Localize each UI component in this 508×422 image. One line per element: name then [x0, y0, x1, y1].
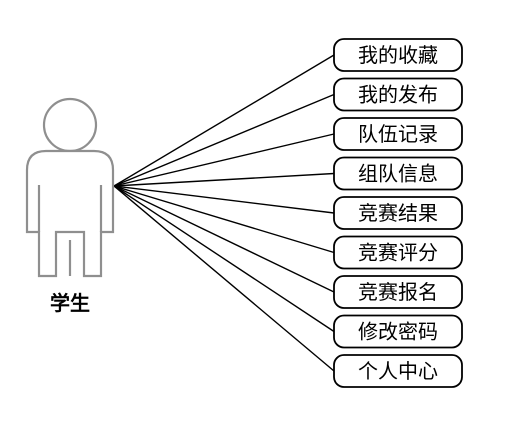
use-case-node: 我的发布	[333, 77, 463, 112]
use-case-label: 竞赛报名	[358, 280, 438, 304]
student-actor: 学生	[25, 97, 115, 315]
use-case-box	[333, 156, 463, 191]
use-case-label: 我的收藏	[358, 43, 438, 67]
use-case-box	[333, 77, 463, 112]
actor-body	[25, 149, 115, 278]
use-case-box	[333, 117, 463, 151]
use-case-label: 我的发布	[358, 83, 438, 107]
use-case-node: 竞赛评分	[333, 235, 463, 270]
association-line	[113, 172, 335, 187]
use-case-box	[333, 38, 463, 72]
association-line	[113, 54, 335, 187]
use-case-box	[333, 235, 463, 270]
person-icon	[25, 97, 115, 278]
association-line	[113, 185, 335, 293]
use-case-label: 竞赛评分	[358, 241, 438, 265]
use-case-label: 修改密码	[358, 320, 438, 344]
use-case-label: 组队信息	[358, 162, 438, 186]
use-case-label: 竞赛结果	[358, 201, 438, 225]
use-case-label: 队伍记录	[358, 122, 438, 146]
use-case-box	[333, 275, 463, 309]
use-case-node: 竞赛结果	[333, 196, 463, 230]
use-case-node: 组队信息	[333, 156, 463, 191]
association-line	[113, 133, 335, 187]
use-case-box	[333, 314, 463, 349]
use-case-node: 队伍记录	[333, 117, 463, 151]
use-case-label: 个人中心	[358, 359, 438, 383]
association-lines	[113, 54, 335, 372]
use-case-box	[333, 354, 463, 388]
actor-head	[42, 97, 98, 153]
association-line	[113, 185, 335, 254]
actor-label: 学生	[50, 291, 90, 315]
association-line	[113, 185, 335, 214]
association-line	[113, 185, 335, 333]
use-case-box	[333, 196, 463, 230]
use-case-node: 修改密码	[333, 314, 463, 349]
use-case-node: 个人中心	[333, 354, 463, 388]
association-line	[113, 93, 335, 187]
use-case-node: 竞赛报名	[333, 275, 463, 309]
association-line	[113, 185, 335, 372]
use-case-node: 我的收藏	[333, 38, 463, 72]
